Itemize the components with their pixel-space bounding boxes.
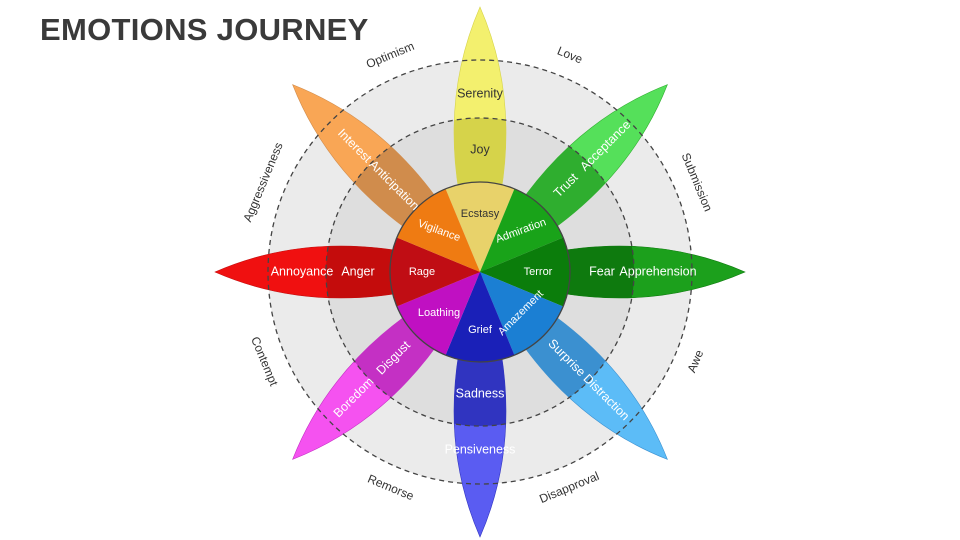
inner-ring — [389, 181, 571, 363]
label-fear-outer: Apprehension — [619, 264, 696, 278]
dyad-label-awe: Awe — [685, 348, 707, 375]
dyad-label-disapproval: Disapproval — [537, 469, 601, 506]
dyad-label-love: Love — [555, 44, 585, 67]
petal-anger-inner — [390, 236, 480, 308]
dyad-label-contempt: Contempt — [248, 335, 281, 389]
middle-dashed-ring — [325, 117, 635, 427]
outer-dashed-ring — [267, 59, 693, 485]
label-joy-middle: Joy — [470, 142, 490, 156]
label-fear-middle: Fear — [589, 264, 615, 278]
label-sadness-inner: Grief — [468, 324, 493, 336]
label-anger-outer: Annoyance — [271, 264, 334, 278]
page-title: EMOTIONS JOURNEY — [40, 12, 369, 47]
label-fear-inner: Terror — [524, 266, 553, 278]
petal-sadness-inner — [444, 272, 516, 362]
dyad-label-remorse: Remorse — [366, 472, 417, 504]
petal-fear-inner — [480, 236, 570, 308]
label-disgust-inner: Loathing — [418, 307, 460, 319]
label-anger-inner: Rage — [409, 266, 435, 278]
dyad-label-submission: Submission — [679, 151, 716, 214]
label-joy-inner: Ecstasy — [461, 208, 500, 220]
dyad-label-optimism: Optimism — [364, 39, 416, 71]
label-sadness-outer: Pensiveness — [445, 442, 516, 456]
label-joy-outer: Serenity — [457, 86, 504, 100]
petal-joy-inner — [444, 182, 516, 272]
label-sadness-middle: Sadness — [456, 386, 505, 400]
label-anger-middle: Anger — [341, 264, 374, 278]
